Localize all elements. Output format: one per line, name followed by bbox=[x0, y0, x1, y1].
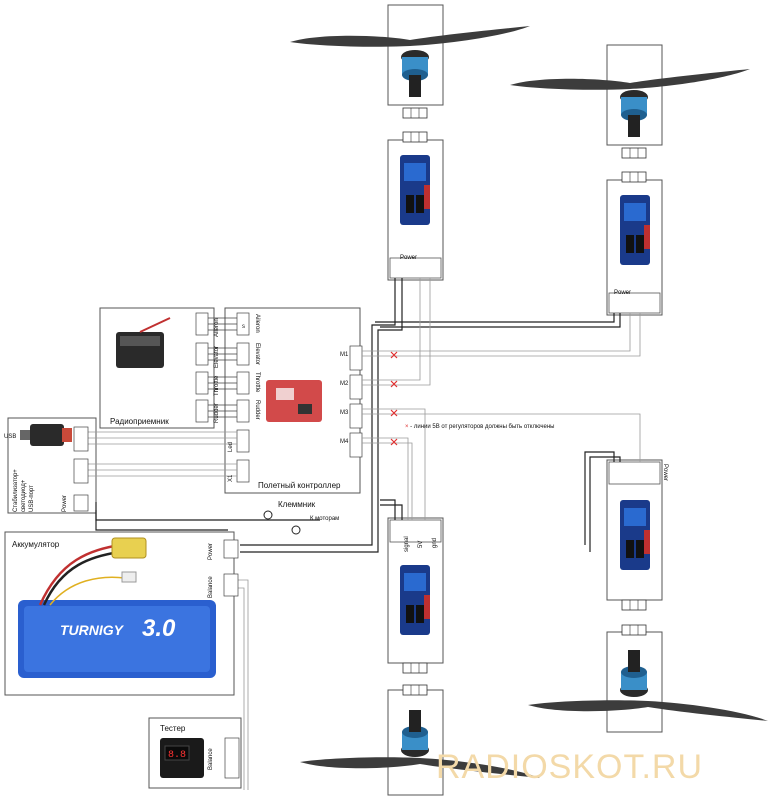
svg-text:8.8: 8.8 bbox=[168, 750, 186, 761]
fc-aux-x1: X1 bbox=[228, 474, 234, 482]
battery-capacity: 3.0 bbox=[142, 615, 176, 642]
receiver-channel-aileron: Aileron bbox=[214, 318, 220, 337]
stabilizer-icon bbox=[20, 424, 72, 446]
terminal-node-icon bbox=[291, 525, 301, 535]
connector-icon bbox=[402, 107, 428, 119]
esc-pin-5v: 5V bbox=[418, 540, 424, 548]
fc-aux-led: Led bbox=[228, 441, 234, 452]
connector-icon bbox=[621, 147, 647, 159]
esc-top-right-icon bbox=[620, 195, 650, 265]
tester-label: Тестер bbox=[160, 724, 186, 733]
receiver-channel-rudder: Rudder bbox=[214, 403, 220, 423]
terminal-node-icon bbox=[263, 510, 273, 520]
receiver-label: Радиоприемник bbox=[110, 417, 169, 426]
motor-top-right-icon bbox=[620, 90, 648, 137]
connector-icon bbox=[621, 171, 647, 183]
power-label-stabilizer: Power bbox=[62, 494, 68, 512]
fc-pin-s: s bbox=[242, 324, 245, 330]
battery-label: Аккумулятор bbox=[12, 540, 60, 549]
battery-pins bbox=[223, 539, 239, 597]
stabilizer-pins bbox=[73, 426, 89, 512]
tester-frame bbox=[148, 717, 242, 789]
connector-icon bbox=[402, 662, 428, 674]
watermark: RADIOSKOT.RU bbox=[436, 748, 704, 786]
battery-brand: TURNIGY bbox=[60, 622, 123, 638]
flight-controller-frame bbox=[224, 307, 361, 494]
stabilizer-label: Стабилизатор+ светодиод+ USB-порт bbox=[13, 469, 35, 512]
balance-label-battery: Balance bbox=[208, 576, 214, 598]
flight-controller-label: Полетный контроллер bbox=[258, 481, 341, 490]
fc-input-throttle: Throttle bbox=[254, 372, 260, 393]
power-label-battery: Power bbox=[208, 542, 214, 560]
fc-input-elevator: Elevator bbox=[254, 343, 260, 366]
esc-top-center-icon bbox=[400, 155, 430, 225]
connector-icon bbox=[402, 131, 428, 143]
receiver-channel-elevator: Elevator bbox=[214, 345, 220, 368]
receiver-icon bbox=[116, 317, 171, 368]
motor-bottom-center-icon bbox=[401, 710, 429, 757]
motor-top-right-frame bbox=[606, 44, 663, 146]
motor-port-m4: M4 bbox=[340, 439, 349, 445]
connector-icon bbox=[621, 599, 647, 611]
fc-motor-pins bbox=[349, 345, 363, 458]
motor-port-m3: M3 bbox=[340, 410, 349, 416]
propeller-top-center bbox=[290, 26, 530, 47]
esc-pin-signal: signal bbox=[404, 536, 410, 552]
propeller-top-right bbox=[510, 69, 750, 90]
receiver-frame bbox=[99, 307, 215, 429]
stabilizer-frame bbox=[7, 417, 97, 514]
esc-bottom-center-icon bbox=[400, 565, 430, 635]
power-label-esc-tc: Power bbox=[400, 255, 418, 261]
legend-mark: × bbox=[405, 424, 409, 430]
balance-label-tester: Balance bbox=[208, 748, 214, 770]
tester-pins bbox=[224, 737, 240, 779]
receiver-pins bbox=[195, 312, 209, 423]
fc-input-aileron: Aileron bbox=[254, 314, 260, 333]
fc-input-pins bbox=[236, 312, 250, 483]
motor-top-center-frame bbox=[387, 4, 444, 106]
tester-icon: 8.8 bbox=[160, 738, 204, 778]
esc-bottom-right-icon bbox=[620, 500, 650, 570]
legend: × - линии 5В от регуляторов должны быть … bbox=[405, 424, 554, 430]
flight-controller-board-icon bbox=[266, 380, 322, 422]
receiver-channel-throttle: Throttle bbox=[214, 375, 220, 396]
power-label-esc-br: Power bbox=[662, 464, 668, 482]
battery-icon bbox=[18, 537, 216, 678]
motor-port-m1: M1 bbox=[340, 352, 349, 358]
motor-top-center-icon bbox=[401, 50, 429, 97]
cut-marks bbox=[390, 351, 398, 446]
propeller-bottom-right bbox=[528, 700, 768, 721]
fc-input-rudder: Rudder bbox=[254, 400, 260, 420]
connector-icon bbox=[621, 624, 647, 636]
usb-label: USB bbox=[4, 434, 17, 440]
battery-frame bbox=[4, 531, 235, 696]
terminal-label: Клеммник bbox=[278, 500, 316, 509]
motor-bottom-right-icon bbox=[620, 650, 648, 697]
connector-icon bbox=[402, 684, 428, 696]
to-motors-label: К моторам bbox=[310, 516, 340, 522]
power-label-esc-tr: Power bbox=[614, 290, 632, 296]
esc-pin-gnd: gnd bbox=[432, 537, 438, 548]
motor-port-m2: M2 bbox=[340, 381, 349, 387]
legend-text: - линии 5В от регуляторов должны быть от… bbox=[408, 424, 555, 430]
